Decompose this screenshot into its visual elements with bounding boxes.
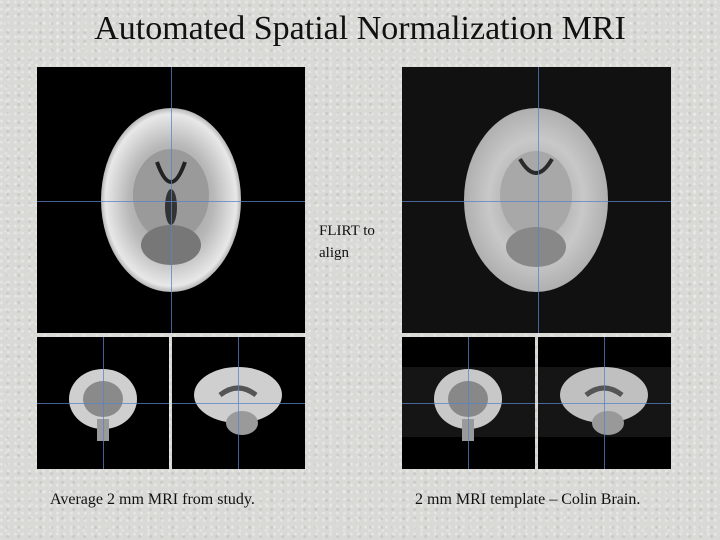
right-caption: 2 mm MRI template – Colin Brain. <box>415 491 641 508</box>
slide-title: Automated Spatial Normalization MRI <box>94 10 626 47</box>
crosshair-horizontal <box>37 403 169 404</box>
right-sagittal-panel <box>538 337 671 469</box>
crosshair-horizontal <box>37 201 305 202</box>
left-caption: Average 2 mm MRI from study. <box>50 491 255 508</box>
left-coronal-panel <box>37 337 169 469</box>
right-coronal-panel <box>402 337 535 469</box>
right-axial-brain-image <box>464 108 608 292</box>
crosshair-horizontal <box>172 403 305 404</box>
crosshair-horizontal <box>402 403 535 404</box>
left-sagittal-panel <box>172 337 305 469</box>
crosshair-horizontal <box>402 201 671 202</box>
flirt-note-line2: align <box>319 245 349 261</box>
right-axial-panel <box>402 67 671 333</box>
crosshair-horizontal <box>538 403 671 404</box>
flirt-note: FLIRT to align <box>319 220 399 264</box>
crosshair-vertical <box>171 67 172 333</box>
flirt-note-line1: FLIRT to <box>319 223 375 239</box>
left-axial-panel <box>37 67 305 333</box>
crosshair-vertical <box>538 67 539 333</box>
